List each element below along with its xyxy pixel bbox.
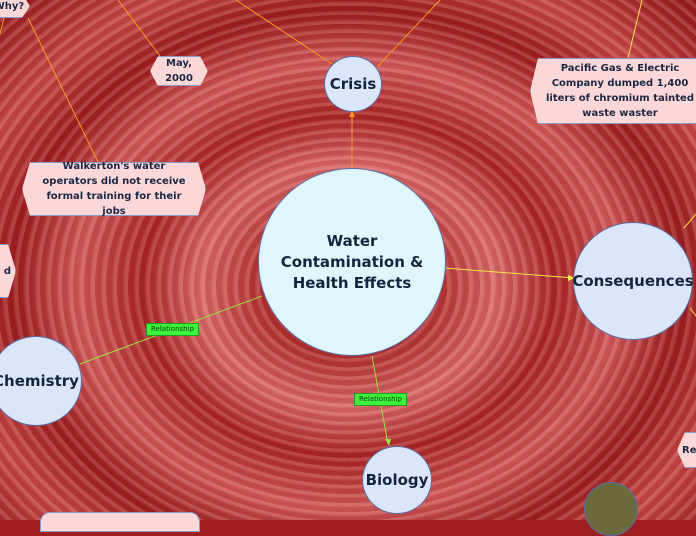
note-pge-label: Pacific Gas & Electric Company dumped 1,… xyxy=(546,63,694,119)
note-date[interactable]: May, 2000 xyxy=(150,56,208,86)
topic-biology[interactable]: Biology xyxy=(362,446,432,514)
relationship-tag-chemistry[interactable]: Relationship xyxy=(146,323,199,336)
link-consequences-right-bottom xyxy=(689,307,696,317)
topic-chemistry-label: Chemistry xyxy=(0,372,79,390)
note-pge[interactable]: Pacific Gas & Electric Company dumped 1,… xyxy=(530,58,696,124)
note-right-partial-label: Res xyxy=(682,444,696,456)
bottom-right-circle-partial xyxy=(584,482,638,536)
central-topic-label: Water Contamination & Health Effects xyxy=(280,231,424,292)
relationship-tag-biology-label: Relationship xyxy=(359,395,402,403)
note-date-label: May, 2000 xyxy=(165,58,193,84)
connector-lines xyxy=(0,0,696,446)
topic-chemistry[interactable]: Chemistry xyxy=(0,336,82,426)
note-left-partial[interactable]: d xyxy=(0,244,16,298)
link-why-date xyxy=(117,0,161,57)
link-crisis-arrow xyxy=(349,110,355,117)
central-topic[interactable]: Water Contamination & Health Effects xyxy=(258,168,446,356)
note-walkerton-label: Walkerton's water operators did not rece… xyxy=(42,161,186,217)
relationship-tag-chemistry-label: Relationship xyxy=(151,325,194,333)
note-bottom-partial xyxy=(40,512,200,532)
topic-crisis-label: Crisis xyxy=(329,75,377,93)
note-left-partial-label: d xyxy=(3,265,11,277)
note-walkerton[interactable]: Walkerton's water operators did not rece… xyxy=(22,162,206,216)
link-why-walkerton xyxy=(27,17,99,163)
topic-consequences[interactable]: Consequences xyxy=(572,222,694,340)
link-crisis-top-left xyxy=(235,0,333,65)
link-consequences-arrow xyxy=(568,275,575,281)
topic-consequences-label: Consequences xyxy=(572,272,694,290)
link-biology-arrow xyxy=(385,439,391,446)
link-central-consequences xyxy=(444,267,575,279)
topic-crisis[interactable]: Crisis xyxy=(324,56,382,112)
topic-biology-label: Biology xyxy=(365,471,429,489)
relationship-tag-biology[interactable]: Relationship xyxy=(354,393,407,406)
link-consequences-right-top xyxy=(683,213,696,229)
note-why-label: Why? xyxy=(4,0,25,12)
link-pge-top xyxy=(627,0,643,59)
link-why-left xyxy=(0,17,5,35)
note-right-partial[interactable]: Res xyxy=(677,432,696,468)
link-crisis-top-right xyxy=(377,0,441,67)
